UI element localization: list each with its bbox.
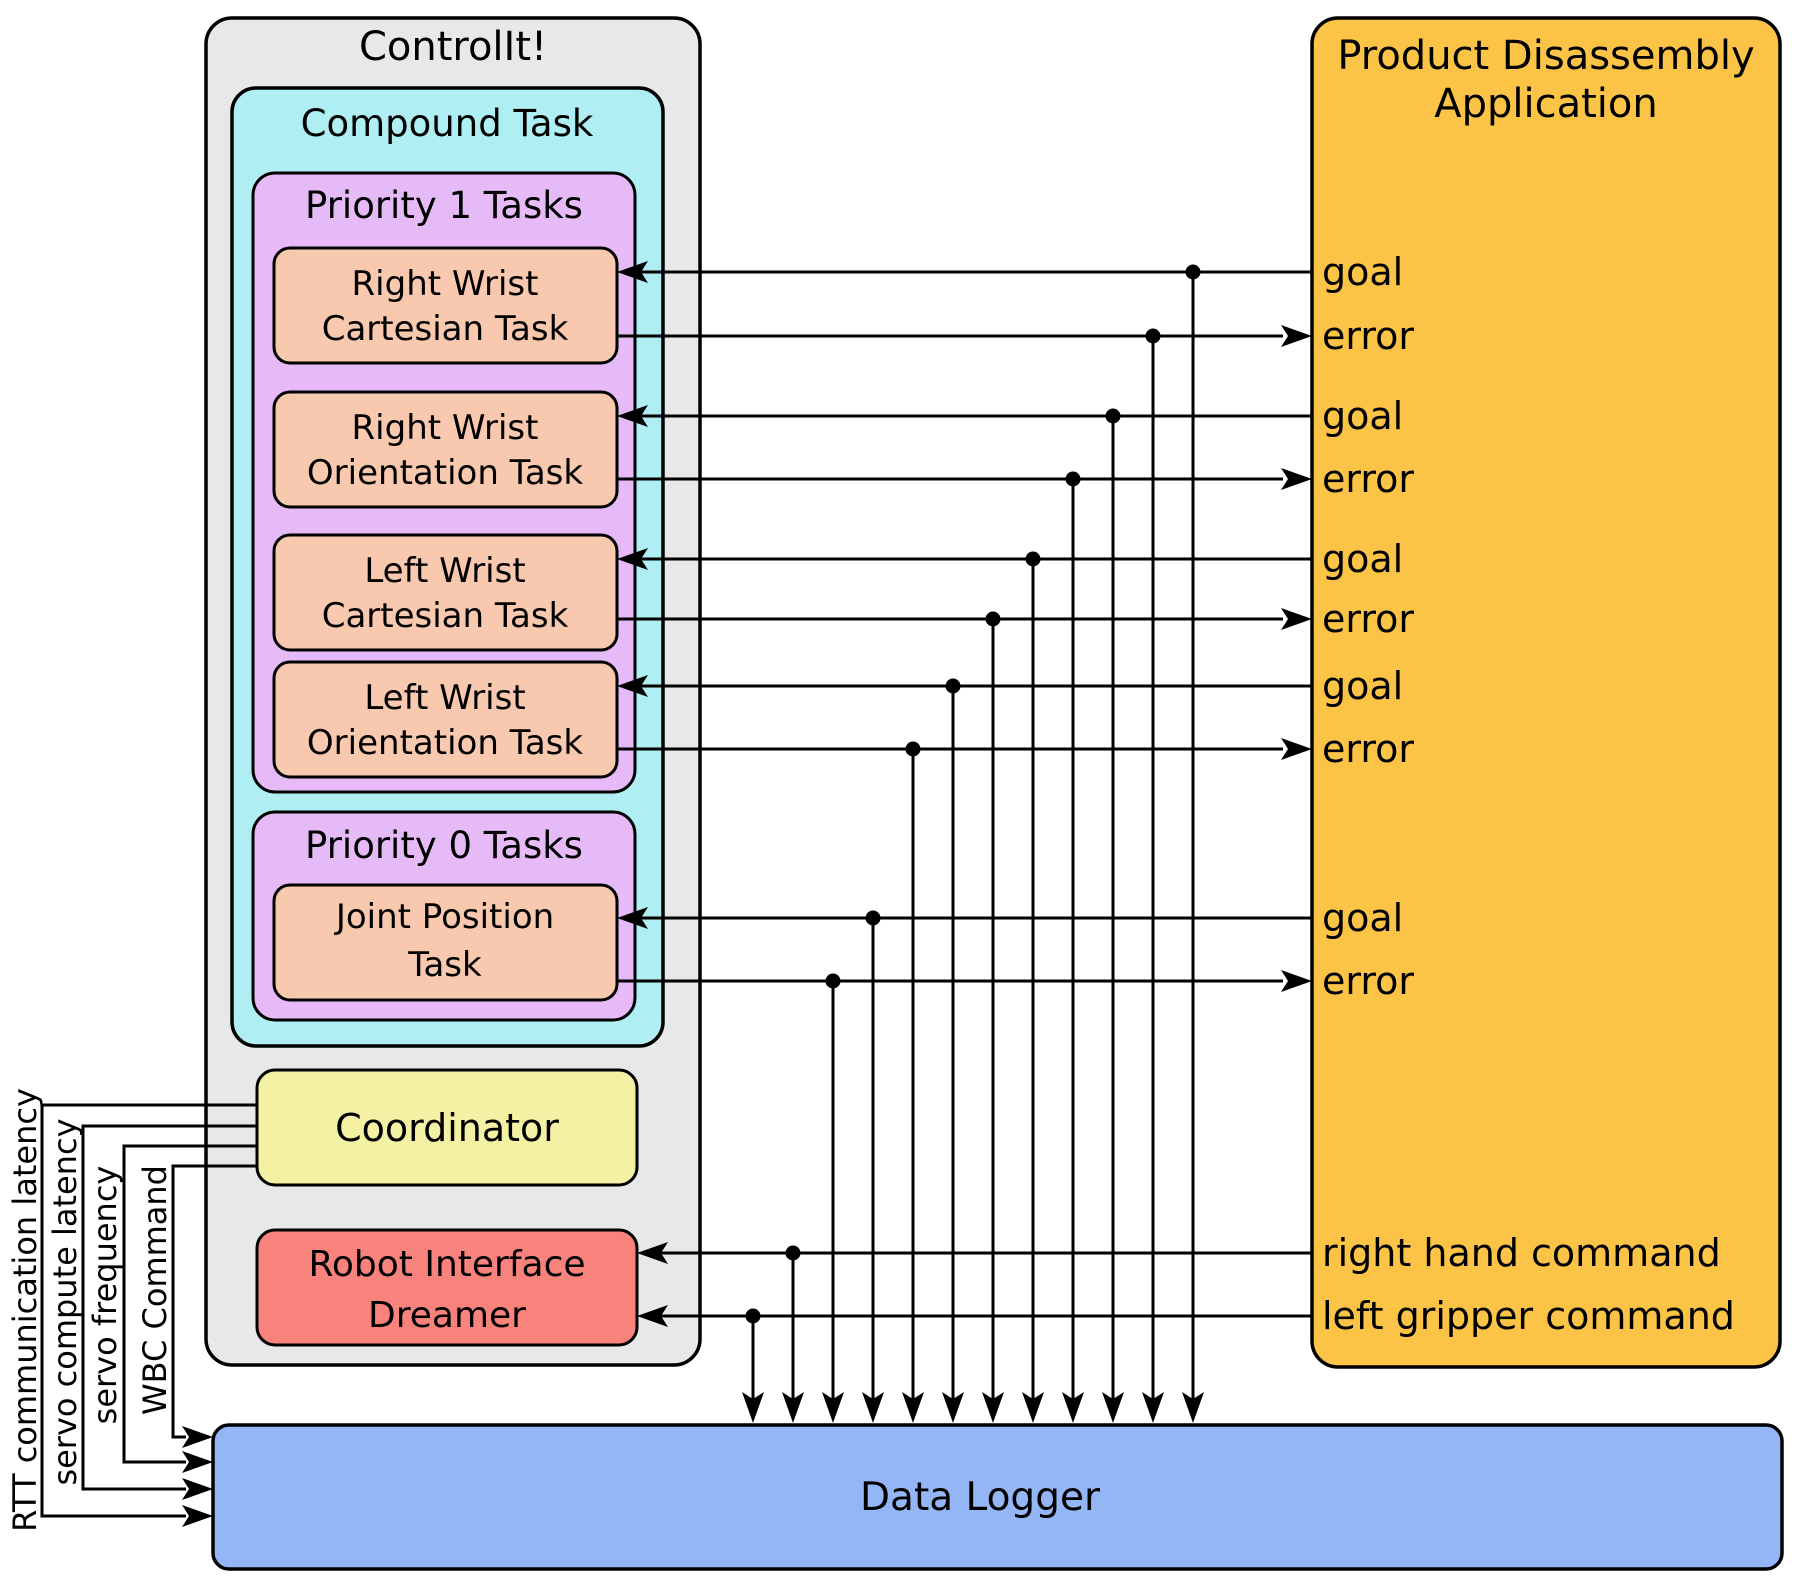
port-label-goal: goal [1322, 664, 1403, 708]
port-label-error: error [1322, 727, 1414, 771]
dreamer-label-line2: Dreamer [368, 1295, 526, 1336]
task-box-right-wrist-cartesian [272, 246, 619, 365]
arrowhead-left [617, 675, 648, 697]
arrowhead-right [1281, 468, 1312, 490]
port-label-left-gripper-command: left gripper command [1322, 1294, 1735, 1338]
arrowhead-down [1022, 1392, 1044, 1423]
arrowhead-right [1281, 608, 1312, 630]
connector-error-joint-position [617, 970, 1312, 1423]
left-output-line-wbc-command [171, 1164, 257, 1448]
connector-error-right-wrist-cartesian [617, 325, 1312, 1423]
arrowhead-right [1281, 970, 1312, 992]
rotated-label-servo-compute-latency: servo compute latency [46, 1118, 84, 1485]
data-logger-label: Data Logger [860, 1475, 1101, 1520]
arrowhead-right [1281, 325, 1312, 347]
port-label-error: error [1322, 457, 1414, 501]
task-box-joint-position [272, 883, 619, 1002]
rotated-label-wbc-command: WBC Command [136, 1165, 174, 1415]
arrowhead-down [1062, 1392, 1084, 1423]
arrowhead-right [182, 1426, 213, 1448]
task-label-line2: Task [407, 945, 482, 985]
connector-goal-left-wrist-cartesian [617, 548, 1312, 1423]
arrowhead-down [942, 1392, 964, 1423]
left-output-line-servo-frequency [122, 1144, 257, 1473]
coordinator-label: Coordinator [335, 1106, 559, 1150]
arrowhead-left [617, 261, 648, 283]
arrowhead-down [862, 1392, 884, 1423]
port-label-goal: goal [1322, 250, 1403, 294]
arrowhead-right [182, 1478, 213, 1500]
port-label-goal: goal [1322, 394, 1403, 438]
arrowhead-down [822, 1392, 844, 1423]
arrowhead-left [617, 907, 648, 929]
task-box-right-wrist-orientation [272, 390, 619, 509]
arrowhead-down [982, 1392, 1004, 1423]
connector-goal-joint-position [617, 907, 1312, 1423]
arrowhead-down [782, 1392, 804, 1423]
arrowhead-down [902, 1392, 924, 1423]
connector-error-left-wrist-cartesian [617, 608, 1312, 1423]
task-label-line2: Cartesian Task [322, 309, 569, 349]
port-label-error: error [1322, 314, 1414, 358]
task-label-line1: Right Wrist [352, 264, 539, 304]
connector-error-right-wrist-orientation [617, 468, 1312, 1423]
connector-goal-left-wrist-orientation [617, 675, 1312, 1423]
connector-goal-right-wrist-orientation [617, 405, 1312, 1423]
left-output-line-rtt-communication-latency [40, 1103, 257, 1527]
left-output-line-servo-compute-latency [81, 1124, 257, 1500]
port-label-error: error [1322, 597, 1414, 641]
port-label-error: error [1322, 959, 1414, 1003]
task-label-line2: Orientation Task [307, 453, 583, 493]
arrowhead-left [637, 1242, 668, 1264]
connector-error-left-wrist-orientation [617, 738, 1312, 1423]
rotated-label-servo-frequency: servo frequency [86, 1166, 124, 1425]
robot-interface-dreamer-box [255, 1228, 639, 1347]
task-label-line2: Orientation Task [307, 723, 583, 763]
dreamer-label-line1: Robot Interface [308, 1244, 585, 1285]
arrowhead-right [182, 1451, 213, 1473]
priority1-tasks-label: Priority 1 Tasks [305, 184, 583, 227]
arrowhead-down [742, 1392, 764, 1423]
arrowhead-down [1142, 1392, 1164, 1423]
priority0-tasks-label: Priority 0 Tasks [305, 824, 583, 867]
arrowhead-right [1281, 738, 1312, 760]
application-title-line2: Application [1434, 81, 1658, 127]
task-box-left-wrist-orientation [272, 660, 619, 779]
rotated-label-rtt-communication-latency: RTT communication latency [6, 1088, 44, 1532]
arrowhead-left [617, 548, 648, 570]
controlit-title: ControlIt! [359, 24, 547, 70]
task-label-line1: Right Wrist [352, 408, 539, 448]
task-label-line1: Joint Position [334, 897, 554, 937]
arrowhead-right [182, 1505, 213, 1527]
port-label-goal: goal [1322, 537, 1403, 581]
arrowhead-down [1102, 1392, 1124, 1423]
connector-left-gripper-command [637, 1305, 1312, 1423]
compound-task-label: Compound Task [301, 102, 594, 145]
data-logger-box [211, 1423, 1784, 1571]
connector-right-hand-command [637, 1242, 1312, 1423]
task-label-line1: Left Wrist [364, 678, 525, 718]
connector-goal-right-wrist-cartesian [617, 261, 1312, 1423]
port-label-goal: goal [1322, 896, 1403, 940]
task-label-line2: Cartesian Task [322, 596, 569, 636]
port-label-right-hand-command: right hand command [1322, 1231, 1721, 1275]
application-title-line1: Product Disassembly [1337, 33, 1754, 79]
arrowhead-left [637, 1305, 668, 1327]
task-box-left-wrist-cartesian [272, 533, 619, 652]
product-disassembly-application-box [1310, 16, 1782, 1369]
arrowhead-down [1182, 1392, 1204, 1423]
task-label-line1: Left Wrist [364, 551, 525, 591]
arrowhead-left [617, 405, 648, 427]
